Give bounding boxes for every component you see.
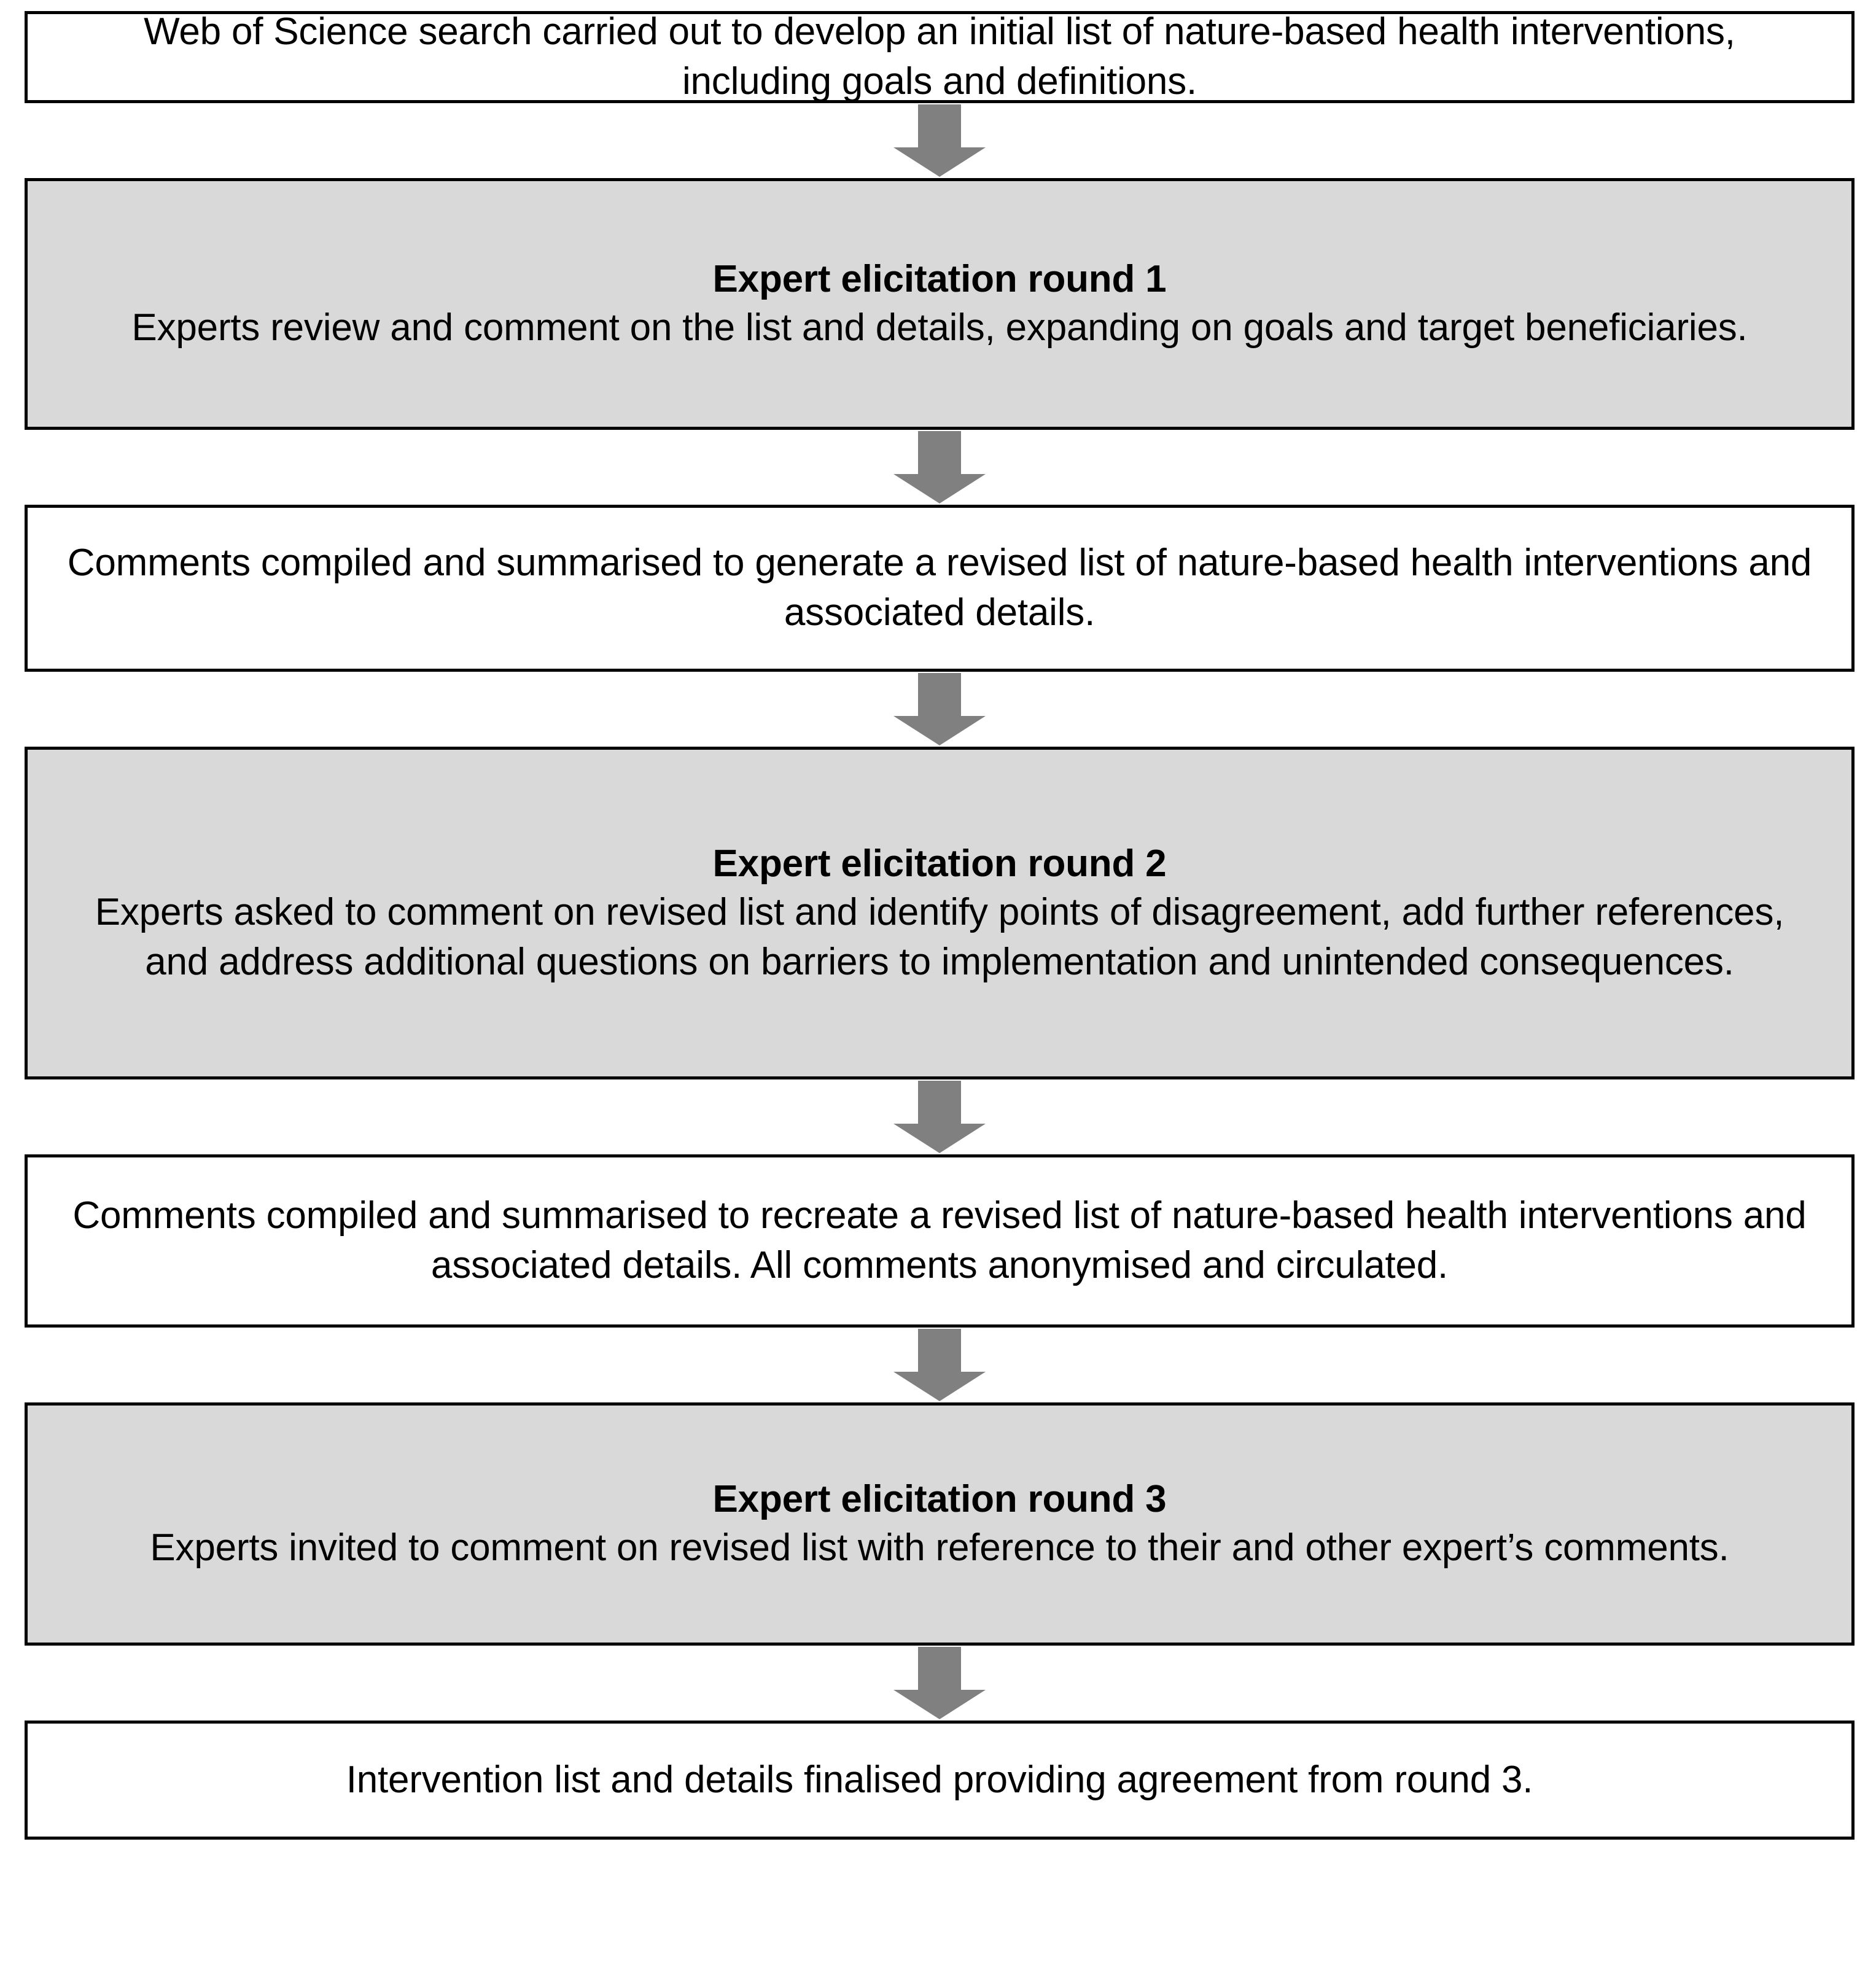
node-title-text: Expert elicitation round 2 (712, 842, 1167, 885)
node-body-text: Web of Science search carried out to dev… (144, 10, 1735, 103)
node-body-text: Experts asked to comment on revised list… (95, 891, 1785, 983)
flow-node-comments-compiled-revised-list: Comments compiled and summarised to gene… (25, 505, 1855, 672)
flow-node-expert-elicitation-round-1: Expert elicitation round 1 Experts revie… (25, 178, 1855, 430)
down-arrow-icon (893, 104, 986, 177)
node-title-text: Expert elicitation round 1 (712, 258, 1167, 301)
down-arrow-icon (893, 1329, 986, 1401)
flow-node-expert-elicitation-round-3: Expert elicitation round 3 Experts invit… (25, 1402, 1855, 1646)
connector-1-to-2 (25, 103, 1855, 178)
connector-4-to-5 (25, 1079, 1855, 1154)
connector-3-to-4 (25, 672, 1855, 747)
down-arrow-icon (893, 673, 986, 745)
flow-node-web-of-science-search: Web of Science search carried out to dev… (25, 10, 1855, 103)
node-body-text: Comments compiled and summarised to gene… (67, 542, 1812, 634)
node-title-text: Expert elicitation round 3 (712, 1478, 1167, 1521)
flow-node-intervention-list-finalised: Intervention list and details finalised … (25, 1721, 1855, 1840)
down-arrow-icon (893, 431, 986, 504)
down-arrow-icon (893, 1647, 986, 1719)
flow-node-expert-elicitation-round-2: Expert elicitation round 2 Experts asked… (25, 747, 1855, 1079)
flow-node-comments-compiled-recreated-list: Comments compiled and summarised to recr… (25, 1154, 1855, 1328)
flowchart-flow: Web of Science search carried out to dev… (25, 10, 1855, 1840)
down-arrow-icon (893, 1081, 986, 1153)
connector-6-to-7 (25, 1646, 1855, 1721)
node-body-text: Intervention list and details finalised … (346, 1758, 1533, 1801)
connector-2-to-3 (25, 430, 1855, 505)
node-body-text: Experts invited to comment on revised li… (150, 1526, 1729, 1569)
node-body-text: Experts review and comment on the list a… (131, 306, 1748, 349)
connector-5-to-6 (25, 1328, 1855, 1402)
node-body-text: Comments compiled and summarised to recr… (72, 1194, 1807, 1286)
